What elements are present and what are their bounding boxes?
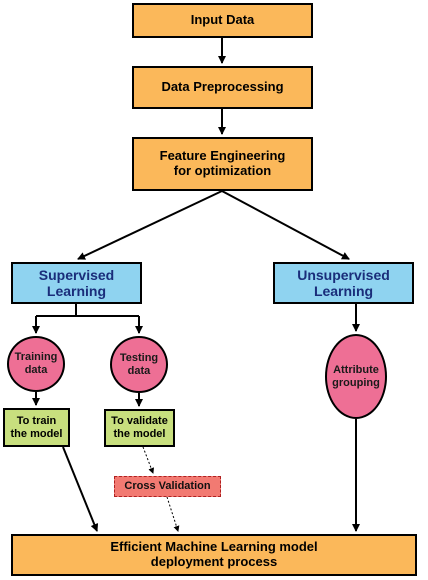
attribute-grouping-circle: Attribute grouping: [325, 334, 387, 419]
deployment-box: Efficient Machine Learning model deploym…: [11, 534, 417, 576]
input-data-box: Input Data: [132, 3, 313, 38]
arrow-supervised-split: [36, 304, 139, 317]
arrow-validate-to-crossval: [142, 446, 155, 474]
arrow-feature-to-supervised: [77, 190, 223, 260]
unsupervised-learning-box: Unsupervised Learning: [273, 262, 414, 304]
validate-model-box: To validate the model: [104, 409, 175, 447]
arrow-train-to-deployment: [62, 446, 99, 532]
feature-engineering-box: Feature Engineering for optimization: [132, 137, 313, 191]
data-preprocessing-box: Data Preprocessing: [132, 66, 313, 109]
arrow-crossval-to-deployment: [166, 496, 180, 532]
cross-validation-box: Cross Validation: [114, 476, 221, 497]
testing-data-circle: Testing data: [110, 336, 168, 393]
training-data-circle: Training data: [7, 336, 65, 392]
train-model-box: To train the model: [3, 408, 70, 447]
arrow-feature-to-unsupervised: [221, 190, 350, 260]
supervised-learning-box: Supervised Learning: [11, 262, 142, 304]
